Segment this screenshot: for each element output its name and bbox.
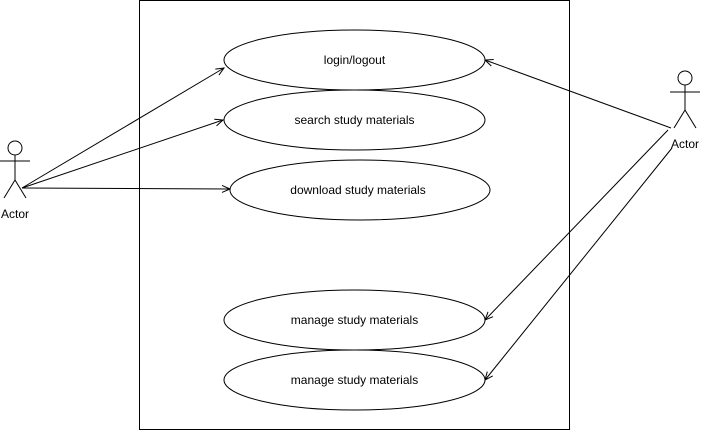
- use-case-label: manage study materials: [291, 313, 418, 327]
- stick-figure-icon: [0, 140, 30, 199]
- association-left-login: [21, 68, 224, 189]
- stick-figure-icon: [670, 70, 700, 129]
- use-case-download[interactable]: download study materials: [229, 159, 491, 221]
- use-case-login[interactable]: login/logout: [223, 29, 486, 91]
- association-right-manage-1: [485, 129, 669, 320]
- use-case-manage-2[interactable]: manage study materials: [223, 349, 486, 411]
- use-case-ellipse: [223, 349, 486, 411]
- use-case-label: download study materials: [290, 183, 425, 197]
- use-case-ellipse: [229, 159, 491, 221]
- association-right-login: [485, 60, 672, 129]
- use-case-search[interactable]: search study materials: [223, 89, 486, 151]
- use-case-label: search study materials: [294, 113, 414, 127]
- actor-left[interactable]: Actor: [0, 140, 30, 221]
- use-case-label: manage study materials: [291, 373, 418, 387]
- association-right-manage-2: [485, 147, 673, 380]
- association-left-download: [21, 188, 230, 189]
- actor-right[interactable]: Actor: [670, 70, 700, 151]
- use-case-label: login/logout: [324, 53, 386, 67]
- association-left-search: [21, 120, 223, 189]
- use-case-manage-1[interactable]: manage study materials: [223, 289, 486, 351]
- actor-label: Actor: [1, 207, 29, 221]
- actor-label: Actor: [671, 137, 699, 151]
- use-case-ellipse: [223, 89, 486, 151]
